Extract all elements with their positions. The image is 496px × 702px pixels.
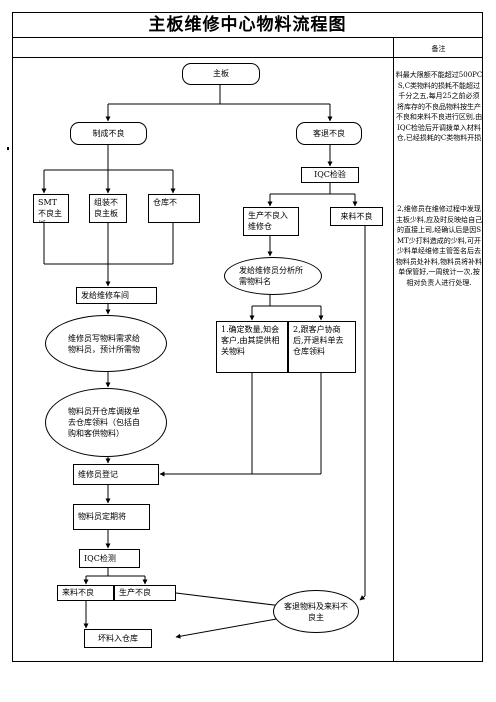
header-divider [12, 57, 483, 58]
node-mainboard: 主板 [182, 63, 260, 85]
note-2: 2,维修员在维修过程中发现主板少料,应及时反映给自己的直接上司,经确认后是因SM… [395, 205, 483, 287]
node-periodic-material: 物料员定期将 [73, 504, 150, 530]
page-border [12, 12, 483, 662]
note-1: 料最大限额不能超过500PCS,C类物料的损耗不能超过千分之五,每月25之前必须… [395, 71, 483, 142]
node-confirm-quantity: 1.确定数量,知会客户,由其提供相关物料 [216, 321, 288, 373]
node-incoming-defect: 来料不良 [330, 207, 383, 226]
notes-header: 备注 [431, 45, 446, 53]
node-material-requisition: 物料员开仓库调拨单去仓库领料（包括自购和客供物料） [45, 388, 167, 457]
node-issue-repair-workshop: 发给维修车间 [76, 287, 157, 304]
page-title: 主板维修中心物料流程图 [12, 12, 483, 38]
node-assembly-defect: 组装不良主板 [89, 194, 127, 223]
node-customer-return: 客退不良 [296, 122, 362, 145]
edge-mark [7, 147, 9, 150]
node-analyze-materials: 发给维修员分析所需物料名 [224, 257, 322, 295]
node-scrap-warehouse: 坏料入仓库 [84, 629, 152, 648]
node-follow-customer: 2,跟客户协商后,开退料单去仓库领料 [288, 321, 356, 373]
node-iqc-test: IQC检测 [79, 549, 140, 568]
node-prod-defect-2: 生产不良 [114, 585, 176, 601]
node-repairer-request: 维修员写物料需求给物料员，预计所需物 [45, 315, 167, 372]
node-iqc-inspect: IQC检验 [301, 167, 359, 183]
notes-column-divider [393, 38, 394, 662]
node-customer-return-materials: 客退物料及来料不良主 [273, 590, 359, 633]
node-smt-defect: SMT不良主板 [33, 194, 69, 223]
node-warehouse-defect: 仓库不 [148, 194, 200, 223]
node-incoming-defect-2: 来料不良 [57, 585, 114, 601]
node-prod-defect-repair-warehouse: 生产不良入维修仓 [243, 207, 299, 236]
node-repairer-register: 维修员登记 [73, 464, 159, 485]
node-process-defect: 制成不良 [70, 122, 147, 145]
